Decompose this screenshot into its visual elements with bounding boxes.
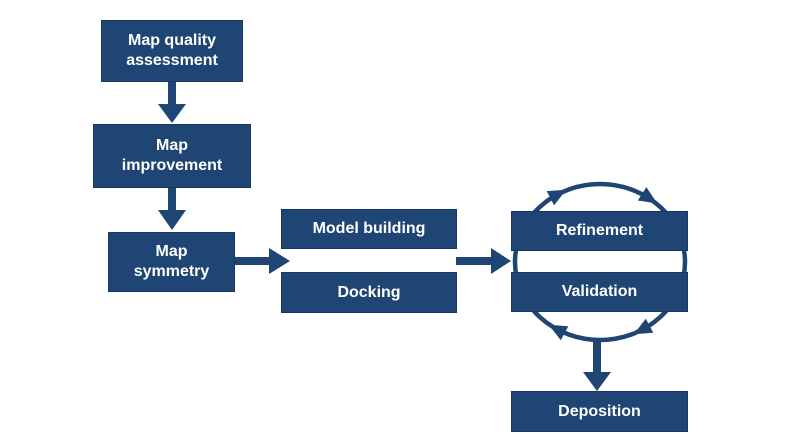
node-label: Model building xyxy=(312,220,426,237)
node-label: Docking xyxy=(337,283,401,301)
node-map-symmetry: Map symmetry xyxy=(108,232,235,292)
iteration-cycle-arrow xyxy=(512,181,688,343)
node-deposition: Deposition xyxy=(511,391,688,432)
node-label-line: Map xyxy=(155,243,188,260)
cycle-arrowhead-bottom-left-icon xyxy=(548,324,569,341)
node-label-line: Map quality xyxy=(127,32,216,49)
cycle-arrowhead-top-right-icon xyxy=(637,187,658,204)
arrow-improvement-to-symmetry xyxy=(158,186,186,230)
node-label-line: improvement xyxy=(121,157,223,174)
node-map-improvement: Map improvement xyxy=(93,124,251,188)
arrow-symmetry-to-modelbuilding xyxy=(234,248,290,274)
node-label-line: symmetry xyxy=(133,263,210,280)
node-label: Validation xyxy=(561,283,638,300)
node-map-quality-assessment: Map quality assessment xyxy=(101,20,243,82)
cycle-arrowhead-top-left-icon xyxy=(546,189,567,206)
cycle-arrowhead-bottom-right-icon xyxy=(633,318,654,335)
node-label: Deposition xyxy=(558,402,641,420)
node-label: Refinement xyxy=(555,222,644,239)
arrow-cycle-to-deposition xyxy=(583,338,611,391)
node-refinement: Refinement xyxy=(511,211,688,251)
node-model-building: Model building xyxy=(281,209,457,249)
node-validation: Validation xyxy=(511,272,688,312)
arrow-modelbuilding-to-refinement xyxy=(456,248,511,274)
arrow-quality-to-improvement xyxy=(158,80,186,123)
node-label-line: assessment xyxy=(126,52,218,69)
node-label-line: Map xyxy=(156,137,188,154)
node-docking: Docking xyxy=(281,272,457,313)
